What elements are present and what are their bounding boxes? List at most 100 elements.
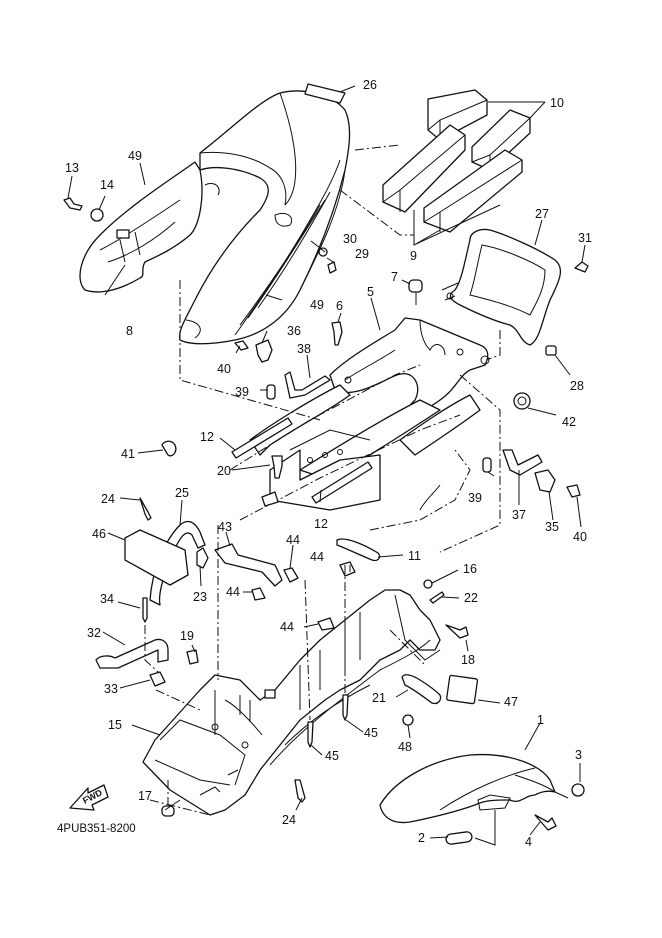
callout-9[interactable]: 9 [410,249,417,263]
tail-light-cover [441,228,562,363]
callout-10[interactable]: 10 [550,96,564,110]
callout-19[interactable]: 19 [180,629,194,643]
callout-17[interactable]: 17 [138,789,152,803]
front-fender [379,753,569,846]
callout-45-a[interactable]: 45 [364,726,378,740]
callout-36[interactable]: 36 [287,324,301,338]
callout-24-upper[interactable]: 24 [101,492,115,506]
callout-27[interactable]: 27 [535,207,549,221]
clip-b [339,561,356,577]
callout-46[interactable]: 46 [92,527,106,541]
hook-left [284,371,331,399]
callout-28[interactable]: 28 [570,379,584,393]
callout-11[interactable]: 11 [408,549,421,563]
strap-rivet [142,597,148,623]
callout-32[interactable]: 32 [87,626,101,640]
callout-47[interactable]: 47 [504,695,518,709]
bolt-18 [445,624,469,639]
callout-1[interactable]: 1 [537,713,544,727]
callout-44-d[interactable]: 44 [280,620,294,634]
callout-39-left[interactable]: 39 [235,385,249,399]
strap-bracket [149,671,166,687]
cable-clamp [161,440,177,457]
callout-2[interactable]: 2 [418,831,425,845]
callout-39-right[interactable]: 39 [468,491,482,505]
frame-bolt [271,455,283,479]
callout-20[interactable]: 20 [217,464,231,478]
fender-bolt [534,814,557,831]
callout-23[interactable]: 23 [193,590,207,604]
seat-strap [95,638,169,669]
callout-12-lower[interactable]: 12 [314,517,328,531]
band [214,543,283,587]
callout-48[interactable]: 48 [398,740,412,754]
callout-35[interactable]: 35 [545,520,559,534]
seat-cowl [179,90,351,345]
fender-collar [445,831,473,845]
callout-22[interactable]: 22 [464,591,478,605]
callout-40-left[interactable]: 40 [217,362,231,376]
stay [196,547,209,569]
callout-44-b[interactable]: 44 [310,550,324,564]
callout-13[interactable]: 13 [65,161,79,175]
callout-40-right[interactable]: 40 [573,530,587,544]
clip-nut [186,649,199,665]
fwd-direction-arrow: FWD [69,784,109,811]
hook-right [502,449,543,476]
nut-16 [423,579,433,589]
callout-30[interactable]: 30 [343,232,357,246]
callout-12-upper[interactable]: 12 [200,430,214,444]
callout-49-right[interactable]: 49 [310,298,324,312]
washer-30 [318,247,328,257]
cowl-screw [63,197,83,211]
license-bracket [401,674,442,705]
nut-48 [402,714,414,726]
callout-44-a[interactable]: 44 [286,533,300,547]
rivet-a [342,694,349,721]
callout-4[interactable]: 4 [525,835,532,849]
leader-lines [67,85,586,839]
callout-29[interactable]: 29 [355,247,369,261]
reference-code: 4PUB351-8200 [57,823,136,835]
callout-15[interactable]: 15 [108,718,122,732]
rear-fender [142,589,441,816]
callout-31[interactable]: 31 [578,231,592,245]
cover-nut [545,345,557,356]
lock-holder-left [255,339,273,363]
clip-c [251,587,266,601]
callout-49-left[interactable]: 49 [128,149,142,163]
callout-38[interactable]: 38 [297,342,311,356]
tool-holder [124,529,189,586]
callout-25[interactable]: 25 [175,486,189,500]
callout-18[interactable]: 18 [461,653,475,667]
rivet-lower [294,779,306,803]
collar-left [266,384,276,400]
rivet-22 [429,591,445,604]
callout-8[interactable]: 8 [126,324,133,338]
rear-frame [229,317,490,531]
callout-labels: 26 10 13 14 49 9 27 31 30 29 7 5 8 49 6 … [65,78,592,849]
callout-6[interactable]: 6 [336,299,343,313]
rivet-b [307,721,314,748]
collar-right [482,457,492,473]
callout-33[interactable]: 33 [104,682,118,696]
callout-41[interactable]: 41 [121,447,135,461]
callout-37[interactable]: 37 [512,508,526,522]
callout-34[interactable]: 34 [100,592,114,606]
callout-5[interactable]: 5 [367,285,374,299]
cowl-nut [90,208,104,222]
callout-16[interactable]: 16 [463,562,477,576]
callout-45-b[interactable]: 45 [325,749,339,763]
callout-24-lower[interactable]: 24 [282,813,296,827]
holder-bolt-right [566,484,581,498]
callout-21[interactable]: 21 [372,691,386,705]
callout-44-c[interactable]: 44 [226,585,240,599]
callout-26[interactable]: 26 [363,78,377,92]
callout-7[interactable]: 7 [391,270,398,284]
callout-42[interactable]: 42 [562,415,576,429]
callout-43[interactable]: 43 [218,520,232,534]
callout-14[interactable]: 14 [100,178,114,192]
callout-3[interactable]: 3 [575,748,582,762]
clip-a [283,567,299,583]
